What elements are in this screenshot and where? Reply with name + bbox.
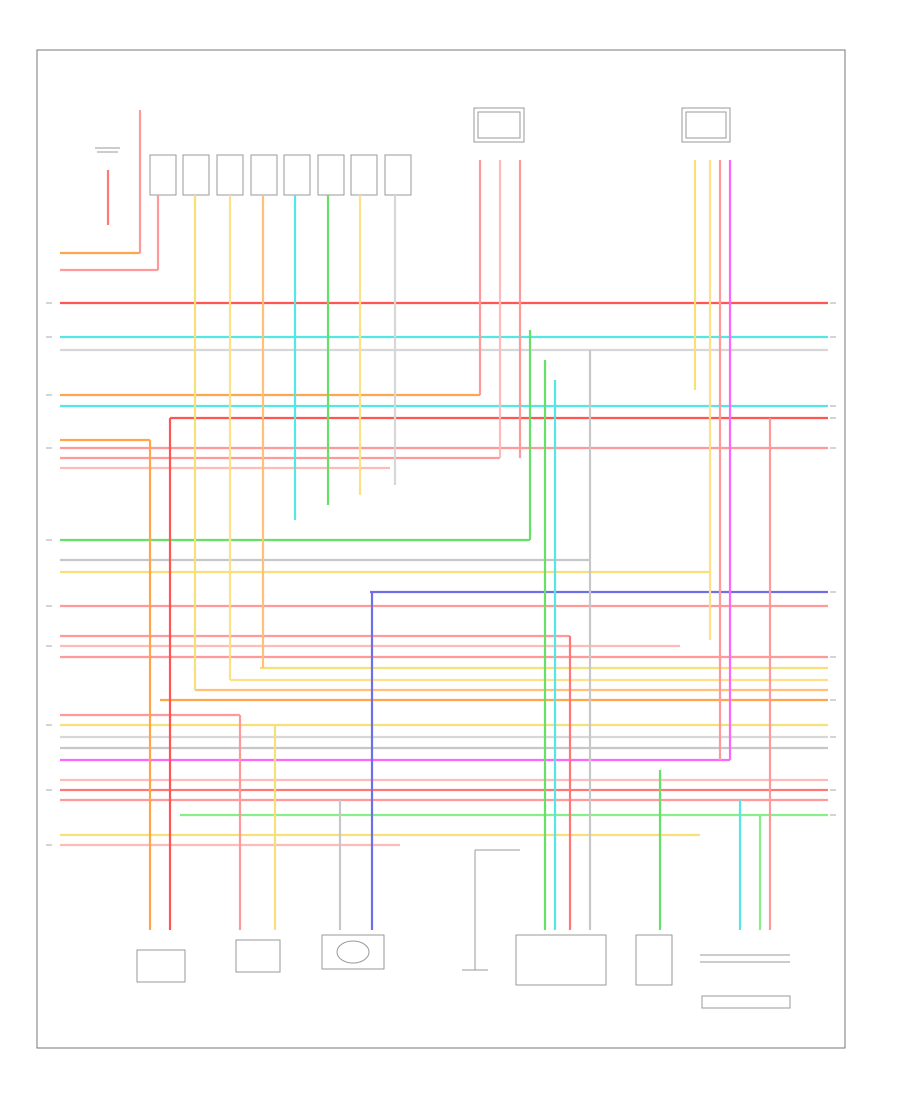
right-transmission-sensor xyxy=(681,107,731,143)
left-pin-marks xyxy=(46,302,52,846)
right-pin-marks xyxy=(830,302,836,816)
top-left-connector xyxy=(95,147,120,153)
ground-connector xyxy=(462,849,520,971)
horizontal-wires xyxy=(60,251,828,847)
temperature-switch xyxy=(635,934,673,986)
diagram-frame xyxy=(36,49,846,1049)
vertical-wires xyxy=(106,110,772,930)
control-actuator xyxy=(515,934,607,986)
left-transmission-sensor xyxy=(473,107,525,143)
left-sensor xyxy=(136,949,186,983)
position-sensor xyxy=(235,939,281,973)
oxygen-sensor xyxy=(321,934,385,970)
multi-pin-connector xyxy=(700,954,791,1009)
engine-control-module xyxy=(149,154,412,196)
